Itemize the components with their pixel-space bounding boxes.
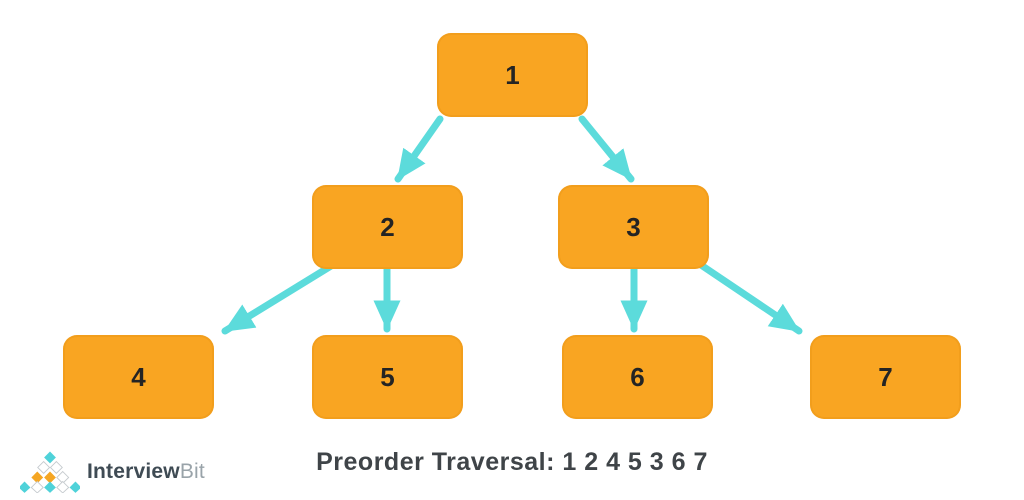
edge-1-3 [578, 115, 635, 183]
logo-text-secondary: Bit [179, 460, 205, 483]
edge-3-7 [697, 261, 803, 335]
tree-node-4: 4 [63, 335, 214, 419]
tree-node-5: 5 [312, 335, 463, 419]
traversal-caption: Preorder Traversal: 1 2 4 5 3 6 7 [316, 448, 708, 476]
tree-node-1: 1 [437, 33, 588, 117]
tree-node-3: 3 [558, 185, 709, 269]
logo-text-primary: Interview [87, 460, 180, 483]
edge-1-2 [394, 115, 444, 183]
tree-node-7: 7 [810, 335, 961, 419]
logo-wordmark: InterviewBit [87, 460, 205, 484]
interviewbit-logo: InterviewBit [20, 450, 205, 494]
edge-2-4 [221, 262, 335, 335]
logo-pyramid-icon [20, 451, 80, 493]
tree-node-2: 2 [312, 185, 463, 269]
tree-node-6: 6 [562, 335, 713, 419]
